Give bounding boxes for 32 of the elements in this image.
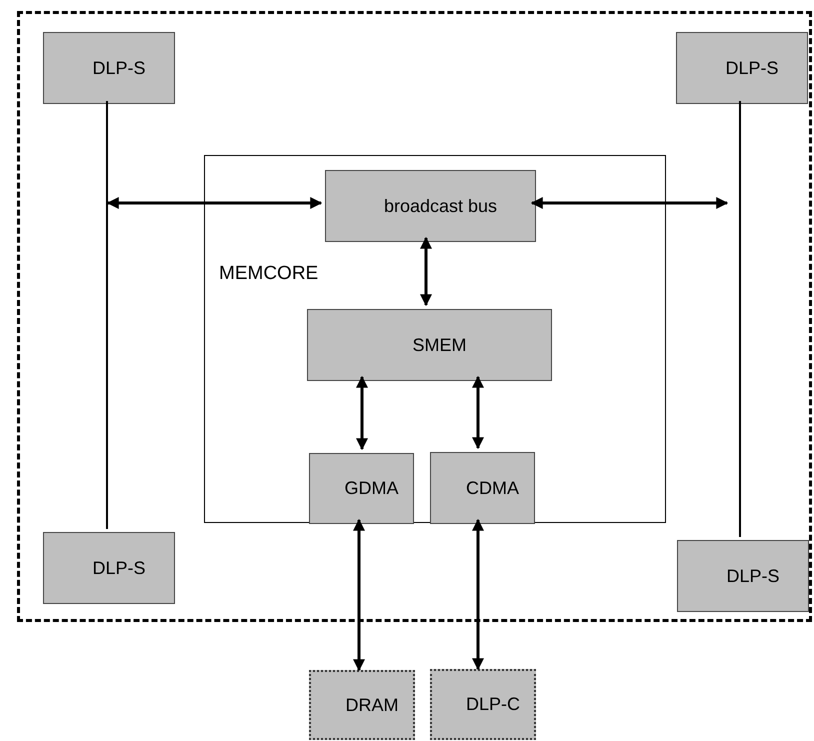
block-box [677,540,809,612]
block-box [309,670,415,740]
double-arrow [472,518,484,670]
block-label: DLP-S [726,564,780,588]
double-arrow [356,376,368,450]
connector-line [739,101,741,537]
double-arrow [353,518,365,672]
double-arrow [472,376,484,450]
block-box [325,170,536,242]
block-box [307,309,552,381]
block-label: broadcast bus [384,194,498,218]
block-box [430,669,536,740]
block-label: DLP-C [466,693,520,716]
block-box [43,532,175,604]
double-arrow [530,197,728,209]
double-arrow [106,197,322,209]
block-label: CDMA [466,476,519,500]
connector-line [106,101,108,529]
block-box [430,452,535,524]
block-label: DLP-S [92,556,146,580]
double-arrow [420,236,432,306]
block-box [309,453,414,524]
group-label: MEMCORE [219,262,318,286]
block-label: SMEM [412,334,466,356]
block-box [43,32,175,104]
block-label: DLP-S [725,56,778,80]
group-box [204,155,666,523]
dashed-boundary [17,11,812,622]
block-box [676,32,808,104]
block-label: GDMA [344,477,398,500]
block-label: DRAM [346,694,398,716]
block-label: DLP-S [92,56,146,80]
